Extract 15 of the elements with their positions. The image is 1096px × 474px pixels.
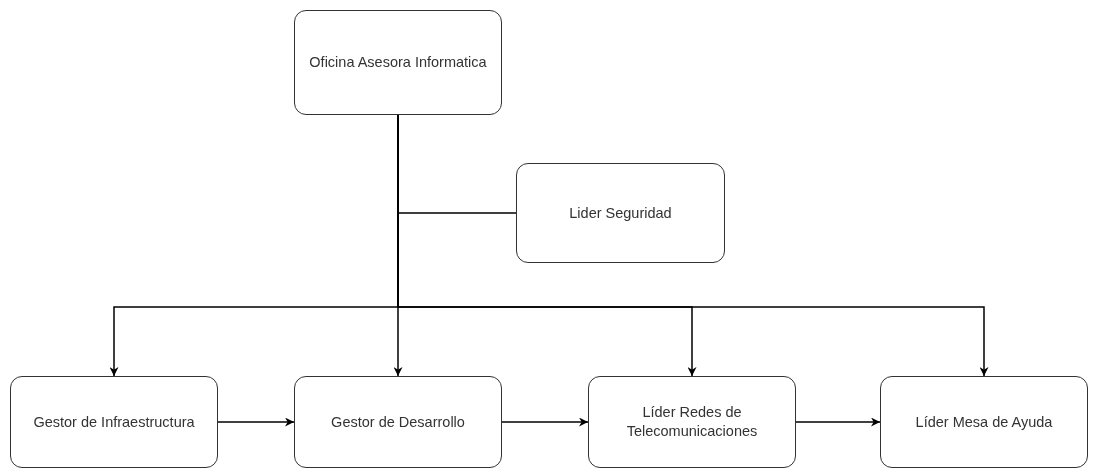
rounded-box bbox=[294, 10, 502, 115]
rounded-box bbox=[516, 163, 725, 263]
arrow bbox=[501, 417, 589, 427]
rounded-box bbox=[880, 376, 1088, 468]
arrow bbox=[795, 417, 881, 427]
rounded-box bbox=[588, 376, 796, 468]
box-label: Lider Seguridad bbox=[569, 203, 672, 223]
arrow bbox=[217, 417, 295, 427]
rounded-box bbox=[294, 376, 502, 468]
rounded-box bbox=[10, 376, 218, 468]
box-label: Líder Redes de Telecomunicaciones bbox=[625, 403, 759, 441]
box-label: Líder Mesa de Ayuda bbox=[915, 412, 1053, 432]
box-label: Gestor de Desarrollo bbox=[331, 412, 465, 432]
box-label: Oficina Asesora Informatica bbox=[309, 53, 487, 72]
box-label: Gestor de Infraestructura bbox=[33, 412, 195, 432]
